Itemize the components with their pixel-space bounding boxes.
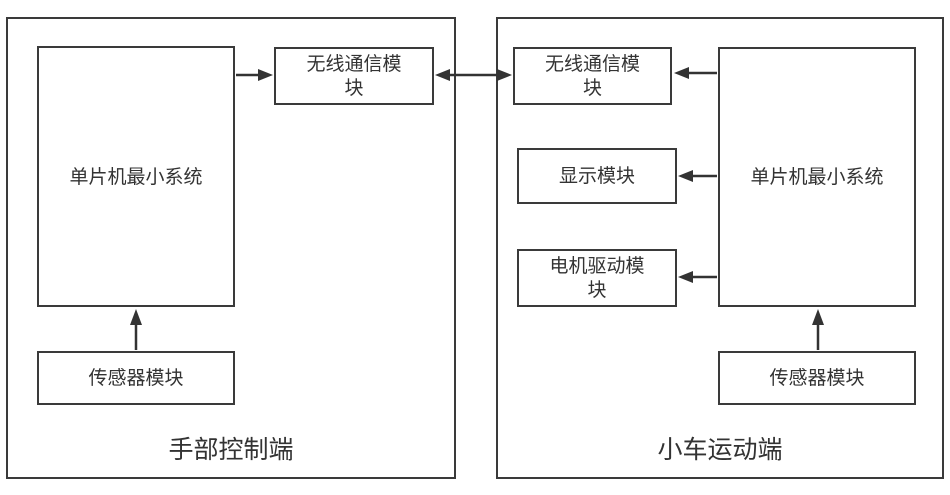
left-sensor-box: 传感器模块 [37, 351, 235, 405]
left-wireless-box: 无线通信模块 [274, 47, 434, 105]
left-sensor-label: 传感器模块 [88, 367, 184, 389]
arrowhead-icon [497, 69, 512, 81]
right-display-box: 显示模块 [517, 148, 677, 204]
right-mcu-label: 单片机最小系统 [750, 166, 884, 188]
right-motor-label: 电机驱动模块 [549, 255, 645, 301]
right-wireless-label: 无线通信模块 [544, 53, 640, 99]
arrowhead-icon [674, 67, 689, 79]
arrowhead-icon [678, 170, 693, 182]
right-motor-box: 电机驱动模块 [517, 249, 677, 307]
left-mcu-box: 单片机最小系统 [37, 46, 235, 307]
arrowhead-icon [258, 69, 273, 81]
right-sensor-label: 传感器模块 [769, 367, 865, 389]
right-group-caption: 小车运动端 [657, 435, 783, 464]
right-wireless-box: 无线通信模块 [513, 47, 672, 105]
left-group-caption: 手部控制端 [168, 435, 294, 464]
hand-control-group [6, 17, 456, 479]
arrowhead-icon [812, 309, 824, 325]
left-wireless-label: 无线通信模块 [306, 53, 402, 99]
arrowhead-icon [435, 69, 450, 81]
arrowhead-icon [678, 271, 693, 283]
right-display-label: 显示模块 [558, 165, 635, 187]
right-mcu-box: 单片机最小系统 [718, 47, 916, 307]
right-sensor-box: 传感器模块 [718, 351, 916, 405]
car-motion-group [496, 17, 944, 479]
left-mcu-label: 单片机最小系统 [69, 165, 203, 188]
arrowhead-icon [130, 309, 142, 325]
